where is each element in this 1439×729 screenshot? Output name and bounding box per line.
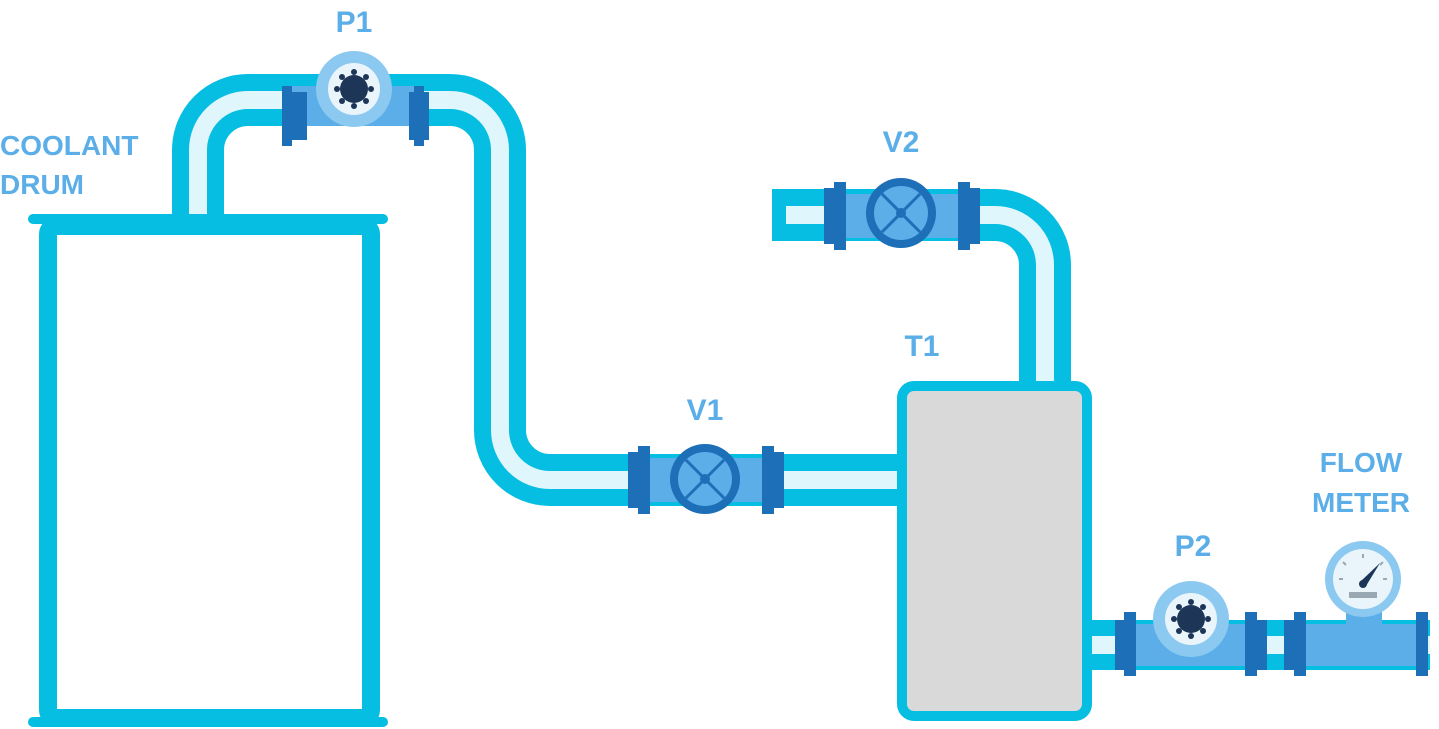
label-coolant-drum-line1: COOLANT <box>0 130 138 161</box>
flow-meter-needle-icon <box>1360 563 1380 586</box>
pump-p1 <box>282 51 429 146</box>
pump-p2-flange-right <box>1245 612 1257 676</box>
drum-body <box>39 217 380 727</box>
label-valve-v2: V2 <box>883 126 920 159</box>
main-supply-pipe <box>172 74 905 506</box>
valve-v2 <box>824 178 980 250</box>
flow-meter-flange-right <box>1416 612 1428 676</box>
label-coolant-drum-line2: DRUM <box>0 169 84 200</box>
flow-meter-body <box>1292 624 1422 666</box>
label-flow-meter-line1: FLOW <box>1320 447 1403 478</box>
valve-v1-flange-left <box>638 446 650 514</box>
flow-meter <box>1284 541 1428 676</box>
coolant-drum <box>28 214 388 727</box>
tank-body <box>897 381 1092 721</box>
valve-v2-flange-right <box>958 182 970 250</box>
pump-p2-impeller-icon <box>1177 605 1205 633</box>
label-valve-v1: V1 <box>687 394 724 427</box>
valve-v1 <box>628 444 784 514</box>
pump-p1-impeller-icon <box>340 75 368 103</box>
label-pump-p1: P1 <box>336 6 373 39</box>
valve-v1-flange-right <box>762 446 774 514</box>
label-pump-p2: P2 <box>1175 530 1212 563</box>
tank-t1 <box>897 381 1092 721</box>
label-flow-meter-line2: METER <box>1312 487 1410 518</box>
flow-meter-flange-left <box>1294 612 1306 676</box>
valve-v2-flange-left <box>834 182 846 250</box>
label-tank-t1: T1 <box>904 330 939 363</box>
return-pipe <box>772 189 1071 385</box>
pump-p2 <box>1115 581 1267 676</box>
pump-p2-flange-left <box>1124 612 1136 676</box>
